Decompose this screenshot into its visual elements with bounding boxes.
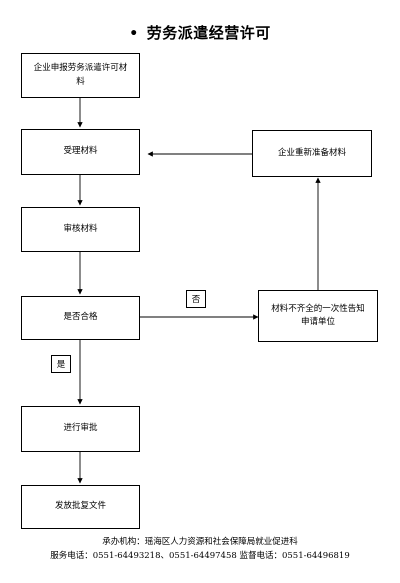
- bullet-icon: •: [129, 26, 139, 42]
- node-resubmit-label: 企业重新准备材料: [277, 147, 346, 158]
- edge-label-yes-text: 是: [56, 360, 66, 370]
- node-notify-label: 材料不齐全的一次性告知申请单位: [271, 303, 365, 327]
- node-review-label: 审核材料: [63, 223, 98, 234]
- node-qualified-decision: 是否合格: [21, 296, 140, 340]
- node-accept-materials: 受理材料: [21, 129, 140, 175]
- title-text: 劳务派遣经营许可: [146, 24, 271, 42]
- node-accept-label: 受理材料: [63, 146, 98, 157]
- node-resubmit-materials: 企业重新准备材料: [252, 130, 372, 177]
- node-approve: 进行审批: [21, 406, 140, 452]
- node-notify-applicant: 材料不齐全的一次性告知申请单位: [258, 290, 378, 342]
- footer-agency: 承办机构：瑶海区人力资源和社会保障局就业促进科: [0, 535, 400, 547]
- edge-label-no: 否: [186, 290, 206, 308]
- footer-agency-text: 承办机构：瑶海区人力资源和社会保障局就业促进科: [102, 537, 298, 547]
- node-qualified-label: 是否合格: [63, 312, 98, 323]
- footer-phones-text: 服务电话：0551-64493218、0551-64497458 监督电话：05…: [50, 551, 350, 561]
- node-apply-materials: 企业申报劳务派遣许可材料: [21, 53, 140, 98]
- edge-label-yes: 是: [51, 355, 71, 373]
- node-issue-label: 发放批复文件: [54, 501, 106, 512]
- node-issue-approval: 发放批复文件: [21, 485, 140, 529]
- node-approve-label: 进行审批: [63, 423, 98, 434]
- node-review-materials: 审核材料: [21, 207, 140, 252]
- page-title: • 劳务派遣经营许可: [0, 22, 400, 43]
- edge-label-no-text: 否: [191, 295, 201, 305]
- footer-phones: 服务电话：0551-64493218、0551-64497458 监督电话：05…: [0, 549, 400, 561]
- node-apply-label: 企业申报劳务派遣许可材料: [33, 63, 128, 87]
